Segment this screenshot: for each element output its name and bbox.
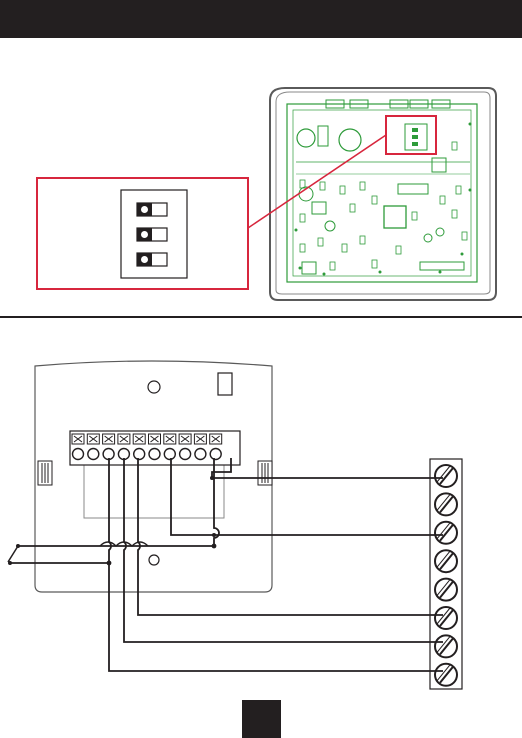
pcb-board [270,88,496,300]
screw-terminal-icon [435,493,457,515]
screw-terminal-icon [435,522,457,544]
plate-latch [218,373,232,395]
mounting-hole-icon [148,381,160,393]
dip-switch-position-2 [137,228,167,241]
screw-terminal-icon [435,550,457,572]
dip-switch-position-3 [137,253,167,266]
side-clip-right [258,461,272,485]
dip-switch-icon [121,190,187,278]
screw-terminal-icon [435,664,457,686]
screw-terminal-icon [435,579,457,601]
screw-terminal-icon [435,465,457,487]
mounting-hole-icon [149,555,159,565]
section-divider [0,316,522,318]
side-clip-left [38,461,52,485]
dip-switch-position-1 [137,203,167,216]
screw-terminal-icon [435,635,457,657]
screw-terminal-icon [435,607,457,629]
field-terminal-strip [430,459,462,689]
page-number-tab [242,700,281,738]
back-plate [35,361,272,592]
